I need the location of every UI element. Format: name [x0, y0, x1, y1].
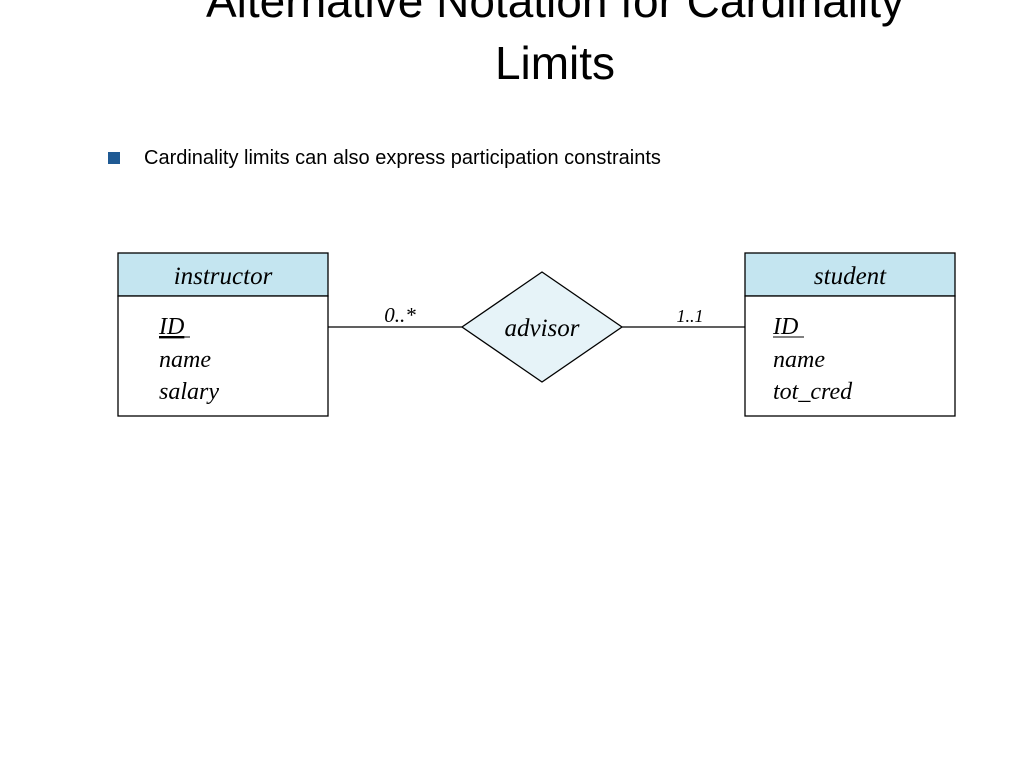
bullet-text: Cardinality limits can also express part…	[144, 147, 661, 169]
instructor-key-attribute: ID	[158, 314, 184, 340]
student-attribute-tot-cred: tot_cred	[773, 379, 853, 405]
student-entity-name: student	[814, 263, 887, 290]
instructor-entity-name: instructor	[174, 263, 273, 290]
student-attributes-box	[744, 295, 956, 417]
instructor-attribute-name: name	[159, 347, 211, 373]
instructor-entity: instructor ID name salary	[117, 252, 329, 417]
slide-title-line-1: Alternative Notation for Cardinality	[206, 0, 904, 27]
slide-title: Alternative Notation for Cardinality Lim…	[0, 0, 1024, 94]
advisor-diamond	[460, 271, 624, 383]
advisor-relationship-name: advisor	[505, 315, 580, 342]
student-attribute-name: name	[773, 347, 825, 373]
square-bullet-icon	[108, 152, 120, 164]
slide-title-line-2: Limits	[494, 37, 616, 89]
right-cardinality-label: 1..1	[677, 306, 704, 326]
bullet-item: Cardinality limits can also express part…	[108, 144, 661, 172]
student-key-attribute: ID	[772, 314, 798, 340]
instructor-attributes-box	[117, 295, 329, 417]
instructor-attribute-salary: salary	[159, 379, 219, 405]
left-cardinality-label: 0..*	[384, 303, 416, 327]
advisor-relationship: advisor	[460, 271, 624, 383]
student-entity: student ID name tot_cred	[744, 252, 956, 417]
student-header-box	[744, 252, 956, 297]
